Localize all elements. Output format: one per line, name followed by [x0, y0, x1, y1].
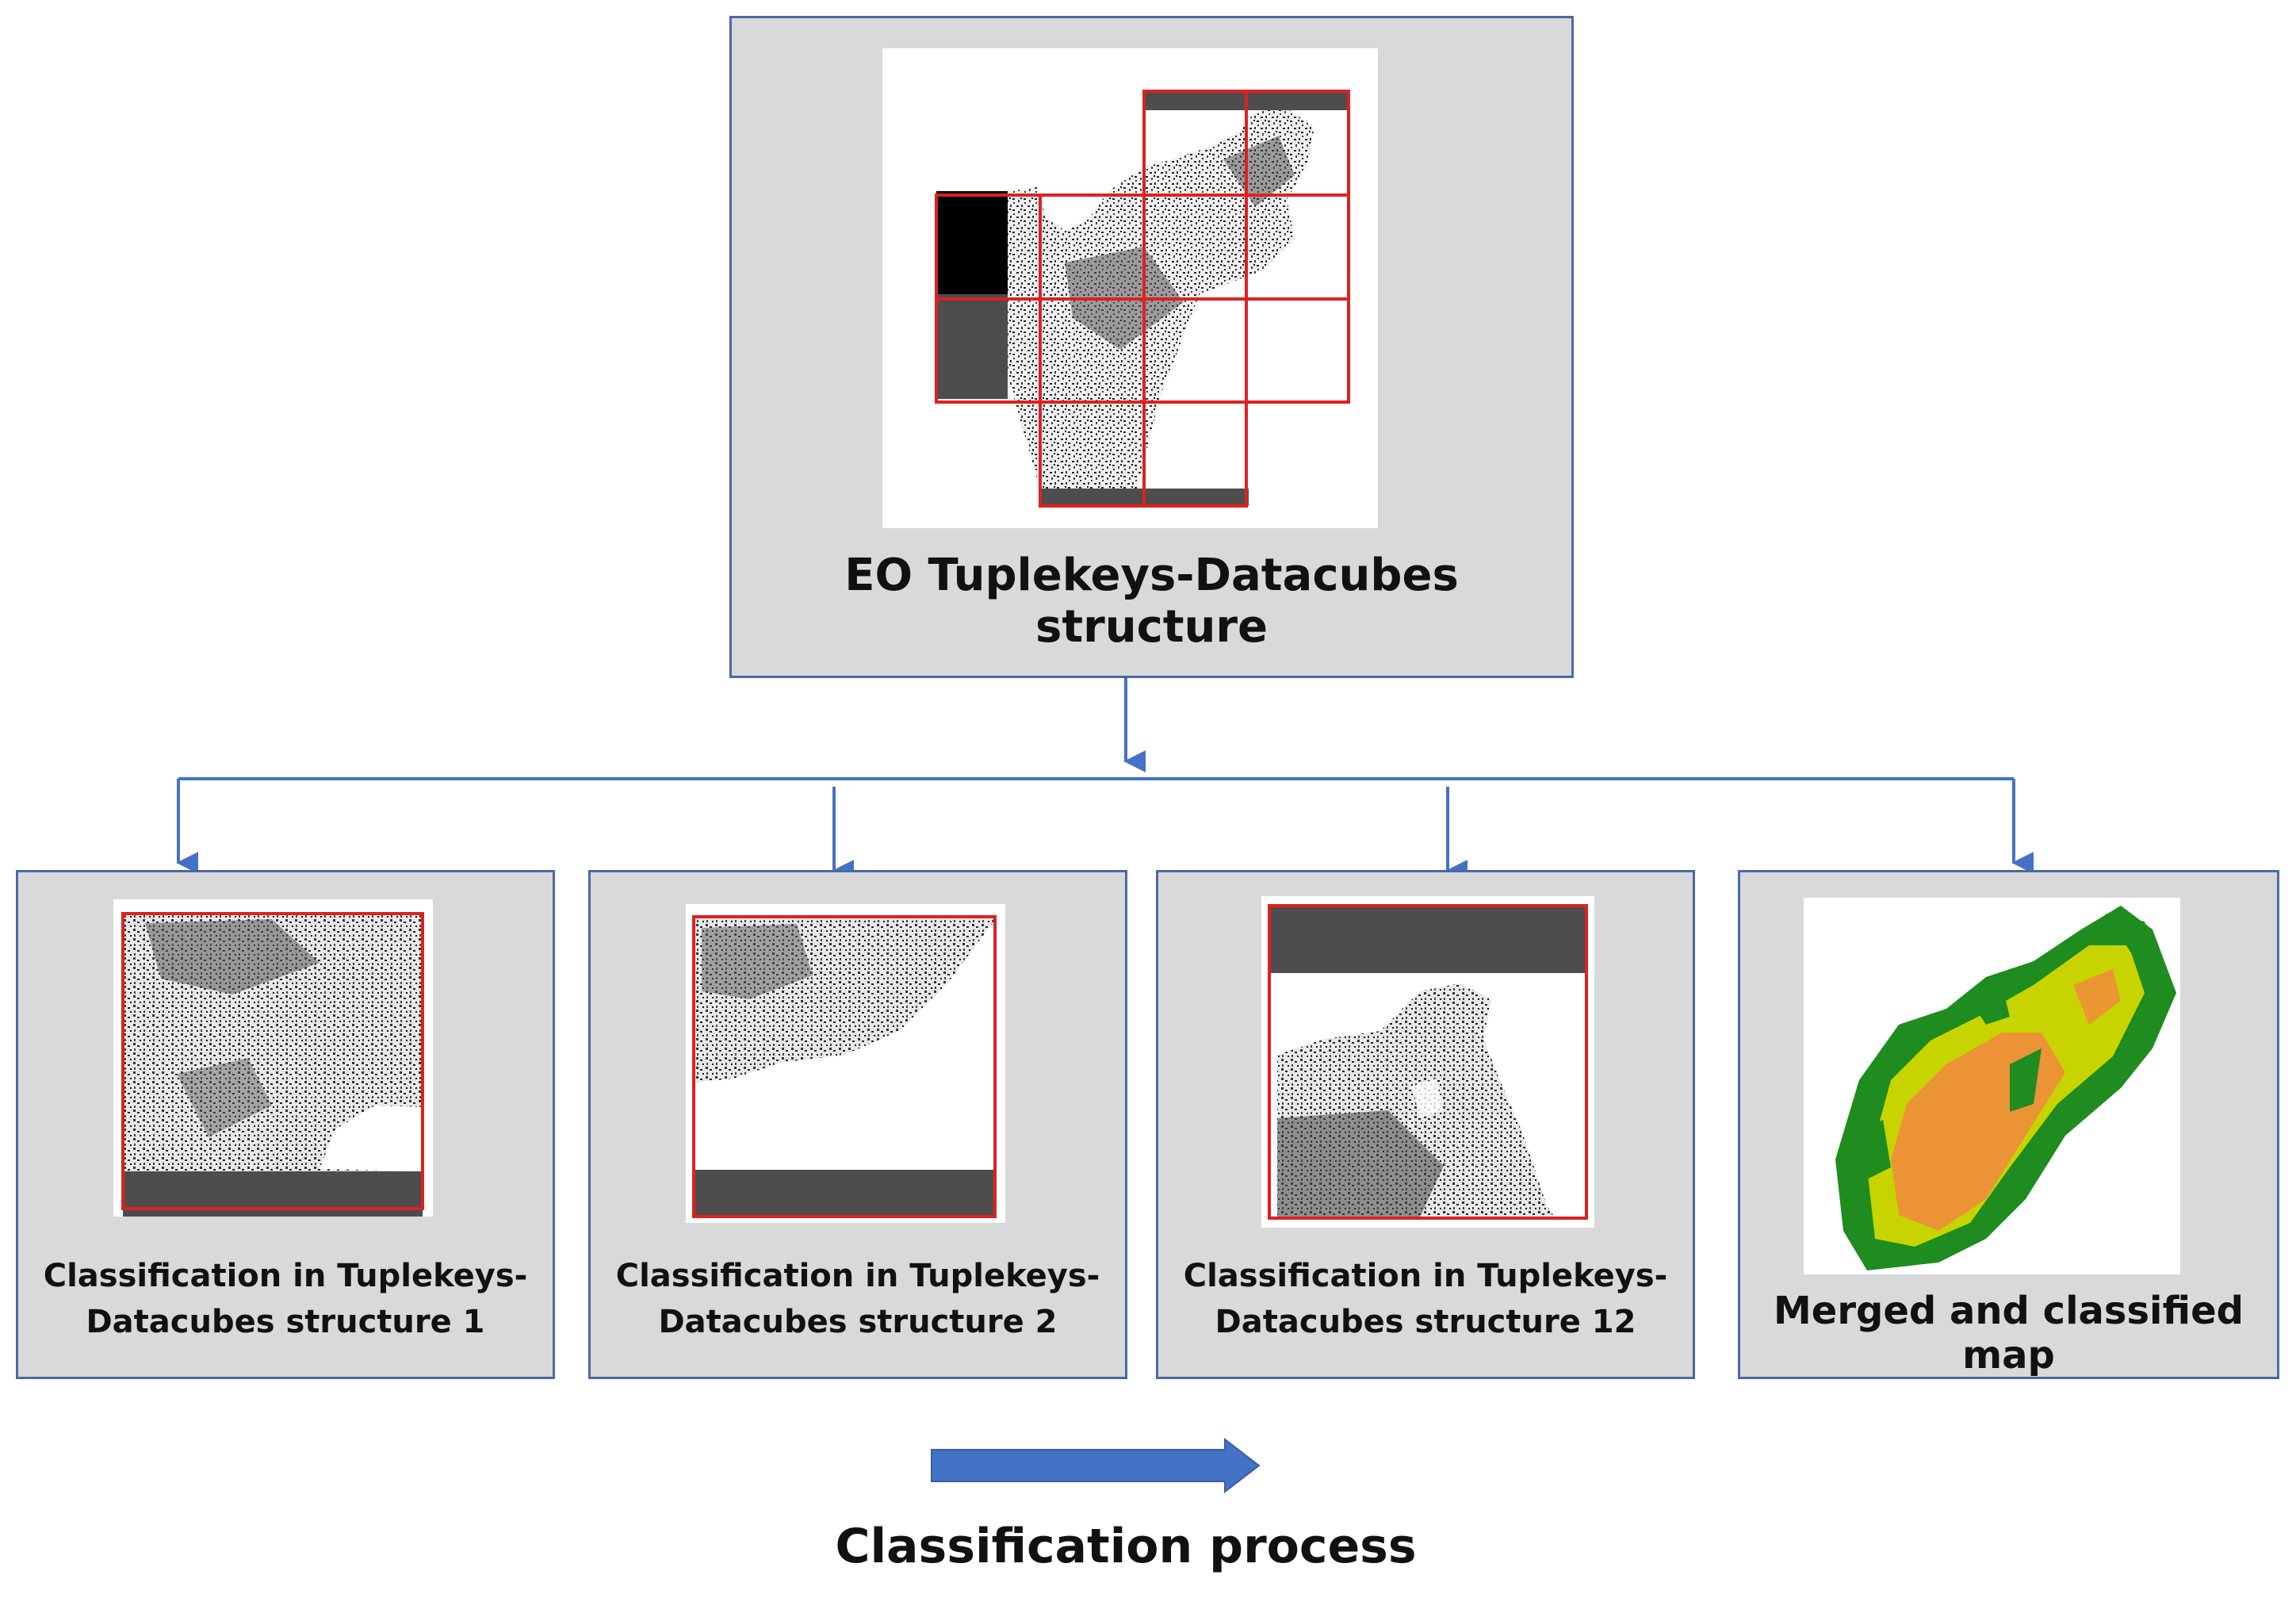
tile-2-nodata-strip: [694, 1170, 995, 1217]
tile-2-image: [686, 904, 1005, 1223]
tile-12-nodata-strip: [1269, 906, 1586, 973]
classification-tile-1: Classification in Tuplekeys- Datacubes s…: [16, 870, 555, 1379]
tuplekeys-datacubes-box: EO Tuplekeys-Datacubes structure: [729, 16, 1574, 678]
process-arrow: [931, 1437, 1261, 1494]
classification-tile-2: Classification in Tuplekeys- Datacubes s…: [588, 870, 1127, 1379]
top-box-title: EO Tuplekeys-Datacubes structure: [844, 550, 1459, 653]
merged-classified-map: [1804, 898, 2180, 1274]
tile-1-image: [113, 899, 433, 1217]
nodata-black-block: [936, 191, 1008, 294]
tile-12-image: [1261, 896, 1594, 1228]
classification-process-label: Classification process: [835, 1519, 1417, 1574]
tile-2-caption: Classification in Tuplekeys- Datacubes s…: [615, 1258, 1100, 1340]
datacube-grid-map: [882, 48, 1378, 528]
tile-12-caption: Classification in Tuplekeys- Datacubes s…: [1183, 1258, 1668, 1340]
tile-grid: [935, 90, 1350, 508]
tile-1-caption: Classification in Tuplekeys- Datacubes s…: [43, 1258, 528, 1340]
merged-map-tile: Merged and classified map: [1738, 870, 2279, 1379]
nodata-gray-block-left: [936, 294, 1008, 399]
classification-tile-12: Classification in Tuplekeys- Datacubes s…: [1156, 870, 1695, 1379]
merged-map-caption: Merged and classified map: [1774, 1289, 2244, 1378]
